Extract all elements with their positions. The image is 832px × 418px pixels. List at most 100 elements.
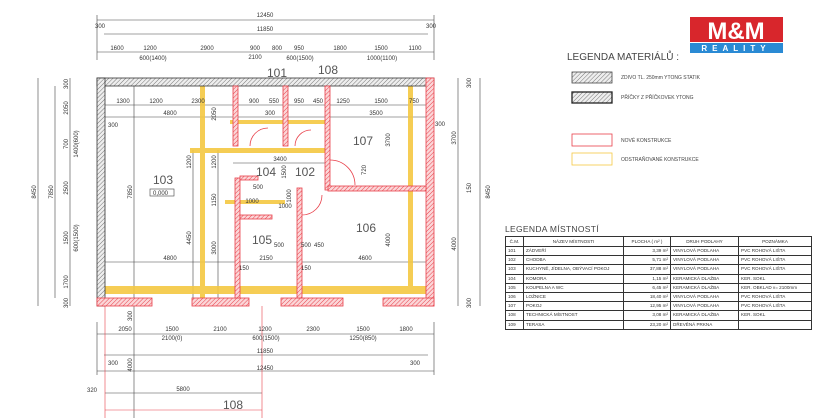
dim: 4450 [187,231,193,245]
table-cell: KOUPELNA A WC [523,282,624,293]
dim: 1600 [110,46,124,52]
dim: 1200 [149,99,163,105]
col-header: Č.M. [505,236,524,247]
dim: 500 [274,243,285,249]
dim: 300 [467,77,473,88]
table-cell: 105 [505,282,524,293]
dim: 2050 [212,107,218,121]
table-cell [738,319,812,330]
col-header: DRUH PODLAHY [670,236,739,247]
dim: 720 [362,164,368,175]
dim: 300 [426,24,437,30]
table-cell: KUCHYNĚ, JÍDELNA, OBÝVACÍ POKOJ [523,264,624,275]
dims-top: 12450 11850 300 300 1600 1200 2900 900 8… [95,13,437,62]
dim: 4800 [163,256,177,262]
dim: 1500 [282,165,288,179]
dim: 1200 [143,46,157,52]
new-walls [96,77,435,307]
dim: 900 [250,46,261,52]
dim-bottom-overall: 12450 [257,366,274,372]
legend-item-demolished: ODSTRAŇOVANÉ KONSTRUKCE [621,156,699,163]
dim: 3500 [369,111,383,117]
dim: 300 [95,24,106,30]
dim: 150 [301,266,312,272]
dim: 900 [249,99,260,105]
dim: 1800 [333,46,347,52]
room-label-108-top: 108 [318,63,338,77]
table-cell: 1,15 m² [623,273,671,284]
room-legend-title: LEGENDA MÍSTNOSTÍ [505,224,599,234]
material-legend: LEGENDA MATERIÁLŮ : ZDIVO TL. 250mm YTON… [567,50,701,166]
dim: 7850 [49,185,55,199]
dim: 150 [467,182,473,193]
table-cell: ZÁDVEŘÍ [523,245,624,257]
dim: 500 [253,185,264,191]
table-cell: 103 [505,264,524,275]
dim: 320 [87,388,98,394]
room-label-103: 103 [153,173,173,187]
table-cell: PVC ROHOVÁ LIŠTA [738,301,812,312]
dim: 600(1400) [139,56,166,62]
table-cell: 5,71 m² [623,255,671,266]
room-label-101: 101 [267,66,287,80]
dim: 150 [239,266,250,272]
dim: 950 [294,46,305,52]
room-label-102: 102 [295,165,315,179]
dim: 4000 [386,233,392,247]
dim: 300 [108,123,119,129]
table-cell: 107 [505,301,524,312]
table-cell: CHODBA [523,255,624,266]
dim: 600(1500) [74,224,80,251]
room-label-108: 108 [223,398,243,412]
dim: 1700 [64,275,70,289]
dim: 500 [301,243,312,249]
dim-bottom-inner: 11850 [257,349,274,355]
dim: 2050 [118,327,132,333]
dim: 300 [128,310,134,321]
dim: 1100 [409,46,423,52]
dim: 1200 [212,155,218,169]
mm-reality-logo: M&M REALITY [690,17,783,53]
col-header: NÁZEV MÍSTNOSTI [523,236,624,247]
dim: 300 [467,297,473,308]
dim: 2300 [306,327,320,333]
table-cell: KER. SOKL [738,310,812,321]
dim: 1250(850) [349,336,376,342]
table-cell: TECHNICKÁ MÍSTNOST [523,310,624,321]
table-cell: DŘEVĚNÁ PRKNA [670,319,739,330]
dim: 300 [108,361,119,367]
dim: 2100(0) [162,336,183,342]
table-header-row: Č.M. NÁZEV MÍSTNOSTI PLOCHA ( m² ) DRUH … [505,236,812,247]
table-cell: 6,45 m² [623,282,671,293]
dim: 300 [265,111,276,117]
table-cell: 108 [505,310,524,321]
dim: 300 [410,361,421,367]
dim: 1000 [245,199,259,205]
terrace-outline [104,306,263,418]
table-cell: LOŽNICE [523,291,624,303]
dim: 5800 [176,387,190,393]
dim: 1400(600) [74,130,80,157]
room-labels: 101 108 103 0,000 104 102 107 106 105 10… [149,63,376,412]
dim: 1250 [336,99,350,105]
table-cell: TERASA [523,319,624,330]
table-cell: KERAMICKÁ DLAŽBA [670,310,739,321]
dim: 2100 [248,55,262,61]
room-legend-table: Č.M. NÁZEV MÍSTNOSTI PLOCHA ( m² ) DRUH … [505,236,812,330]
dim: 1200 [187,155,193,169]
table-cell: 18,40 m² [623,291,671,303]
table-cell: 104 [505,273,524,284]
dim: 1150 [212,193,218,207]
table-cell: 102 [505,255,524,266]
dim: 3000 [212,241,218,255]
dim: 450 [313,99,324,105]
dim: 700 [64,138,70,149]
dim: 600(1500) [252,336,279,342]
room-label-106: 106 [356,221,376,235]
table-cell: VINYLOVÁ PODLAHA [670,255,739,266]
